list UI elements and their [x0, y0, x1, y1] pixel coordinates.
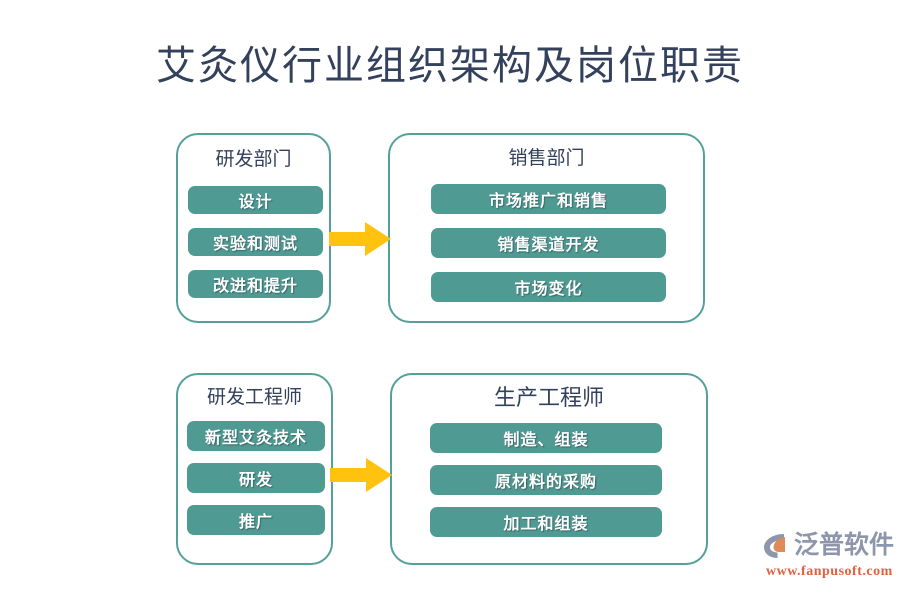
group-header-rd: 研发部门: [215, 149, 292, 170]
page-title: 艾灸仪行业组织架构及岗位职责: [156, 43, 744, 88]
group-item-sales-1[interactable]: 销售渠道开发: [431, 228, 666, 258]
arrow-right-icon: [330, 458, 392, 492]
group-header-prodeng: 生产工程师: [493, 385, 604, 410]
group-item-rdeng-1[interactable]: 研发: [187, 463, 325, 493]
group-item-rd-0[interactable]: 设计: [188, 186, 323, 214]
group-item-sales-2[interactable]: 市场变化: [431, 272, 666, 302]
fanpu-logo-icon: [762, 531, 792, 561]
logo-watermark: 泛普软件 www.fanpusoft.com: [762, 531, 894, 583]
arrow-right-icon: [329, 222, 391, 256]
group-header-rdeng: 研发工程师: [206, 387, 302, 408]
group-item-prodeng-2[interactable]: 加工和组装: [430, 507, 662, 537]
group-box-sales: 销售部门 市场推广和销售 销售渠道开发 市场变化: [388, 133, 705, 323]
group-item-rdeng-2[interactable]: 推广: [187, 505, 325, 535]
group-item-prodeng-1[interactable]: 原材料的采购: [430, 465, 662, 495]
logo-url: www.fanpusoft.com: [766, 564, 893, 579]
group-box-prodeng: 生产工程师 制造、组装 原材料的采购 加工和组装: [390, 373, 708, 565]
group-box-rdeng: 研发工程师 新型艾灸技术 研发 推广: [176, 373, 333, 565]
group-item-rd-2[interactable]: 改进和提升: [188, 270, 323, 298]
group-header-sales: 销售部门: [508, 148, 585, 169]
group-item-sales-0[interactable]: 市场推广和销售: [431, 184, 666, 214]
group-item-rd-1[interactable]: 实验和测试: [188, 228, 323, 256]
group-box-rd: 研发部门 设计 实验和测试 改进和提升: [176, 133, 331, 323]
logo-brand-name: 泛普软件: [794, 532, 895, 559]
logo-row: 泛普软件: [762, 531, 894, 561]
group-item-rdeng-0[interactable]: 新型艾灸技术: [187, 421, 325, 451]
group-item-prodeng-0[interactable]: 制造、组装: [430, 423, 662, 453]
